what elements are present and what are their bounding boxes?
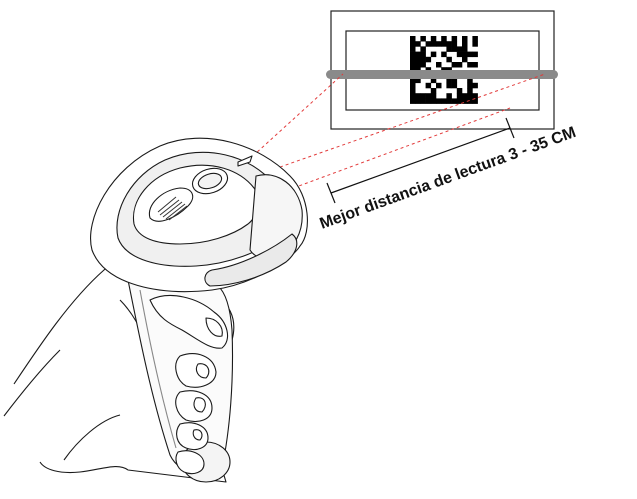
datamatrix-module	[446, 57, 452, 63]
datamatrix-module	[410, 41, 416, 47]
datamatrix-module	[462, 36, 468, 42]
datamatrix-module	[410, 36, 416, 42]
datamatrix-module	[431, 52, 437, 58]
datamatrix-module	[452, 36, 458, 42]
datamatrix-module	[410, 62, 416, 68]
datamatrix-module	[426, 57, 432, 63]
datamatrix-module	[472, 83, 478, 89]
datamatrix-module	[420, 93, 426, 99]
datamatrix-module	[410, 83, 416, 89]
datamatrix-module	[426, 83, 432, 89]
datamatrix-module	[452, 46, 458, 52]
datamatrix-module	[415, 98, 421, 104]
datamatrix-module	[441, 98, 447, 104]
datamatrix-module	[410, 57, 416, 63]
measure-tick-start	[327, 183, 335, 203]
datamatrix-module	[436, 62, 442, 68]
datamatrix-module	[467, 88, 473, 94]
datamatrix-module	[420, 36, 426, 42]
datamatrix-module	[431, 36, 437, 42]
datamatrix-module	[431, 41, 437, 47]
datamatrix-module	[462, 46, 468, 52]
datamatrix-module	[420, 52, 426, 58]
datamatrix-module	[467, 83, 473, 89]
barcode-label-card	[326, 11, 558, 129]
datamatrix-module	[446, 41, 452, 47]
datamatrix-module	[462, 41, 468, 47]
datamatrix-module	[467, 93, 473, 99]
datamatrix-module	[446, 93, 452, 99]
datamatrix-module	[426, 93, 432, 99]
datamatrix-module	[457, 52, 463, 58]
datamatrix-module	[410, 46, 416, 52]
datamatrix-module	[462, 57, 468, 63]
datamatrix-module	[415, 93, 421, 99]
datamatrix-module	[436, 83, 442, 89]
datamatrix-module	[415, 41, 421, 47]
datamatrix-module	[467, 52, 473, 58]
datamatrix-module	[446, 98, 452, 104]
datamatrix-module	[410, 93, 416, 99]
datamatrix-module	[410, 52, 416, 58]
datamatrix-module	[420, 46, 426, 52]
finger-middle-nail	[194, 398, 205, 412]
datamatrix-module	[472, 93, 478, 99]
datamatrix-module	[441, 36, 447, 42]
datamatrix-module	[426, 98, 432, 104]
datamatrix-module	[415, 62, 421, 68]
datamatrix-module	[452, 41, 458, 47]
datamatrix-module	[426, 41, 432, 47]
reading-distance-label: Mejor distancia de lectura 3 - 35 CM	[318, 124, 579, 233]
datamatrix-module	[452, 62, 458, 68]
datamatrix-module	[472, 62, 478, 68]
datamatrix-module	[431, 88, 437, 94]
datamatrix-module	[457, 88, 463, 94]
datamatrix-module	[446, 46, 452, 52]
datamatrix-module	[420, 57, 426, 63]
datamatrix-module	[410, 88, 416, 94]
datamatrix-module	[446, 83, 452, 89]
datamatrix-module	[436, 98, 442, 104]
scan-line-bar	[326, 70, 558, 79]
datamatrix-module	[472, 41, 478, 47]
datamatrix-module	[415, 52, 421, 58]
datamatrix-module	[431, 93, 437, 99]
datamatrix-module	[441, 41, 447, 47]
datamatrix-module	[452, 83, 458, 89]
datamatrix-module	[415, 57, 421, 63]
datamatrix-module	[462, 93, 468, 99]
datamatrix-module	[457, 62, 463, 68]
datamatrix-module	[472, 36, 478, 42]
datamatrix-module	[452, 98, 458, 104]
datamatrix-module	[441, 52, 447, 58]
datamatrix-module	[420, 62, 426, 68]
datamatrix-module	[431, 98, 437, 104]
datamatrix-module	[462, 52, 468, 58]
datamatrix-module	[457, 93, 463, 99]
datamatrix-module	[436, 41, 442, 47]
datamatrix-module	[420, 98, 426, 104]
datamatrix-module	[467, 62, 473, 68]
datamatrix-module	[472, 52, 478, 58]
datamatrix-module	[410, 98, 416, 104]
datamatrix-module	[457, 46, 463, 52]
